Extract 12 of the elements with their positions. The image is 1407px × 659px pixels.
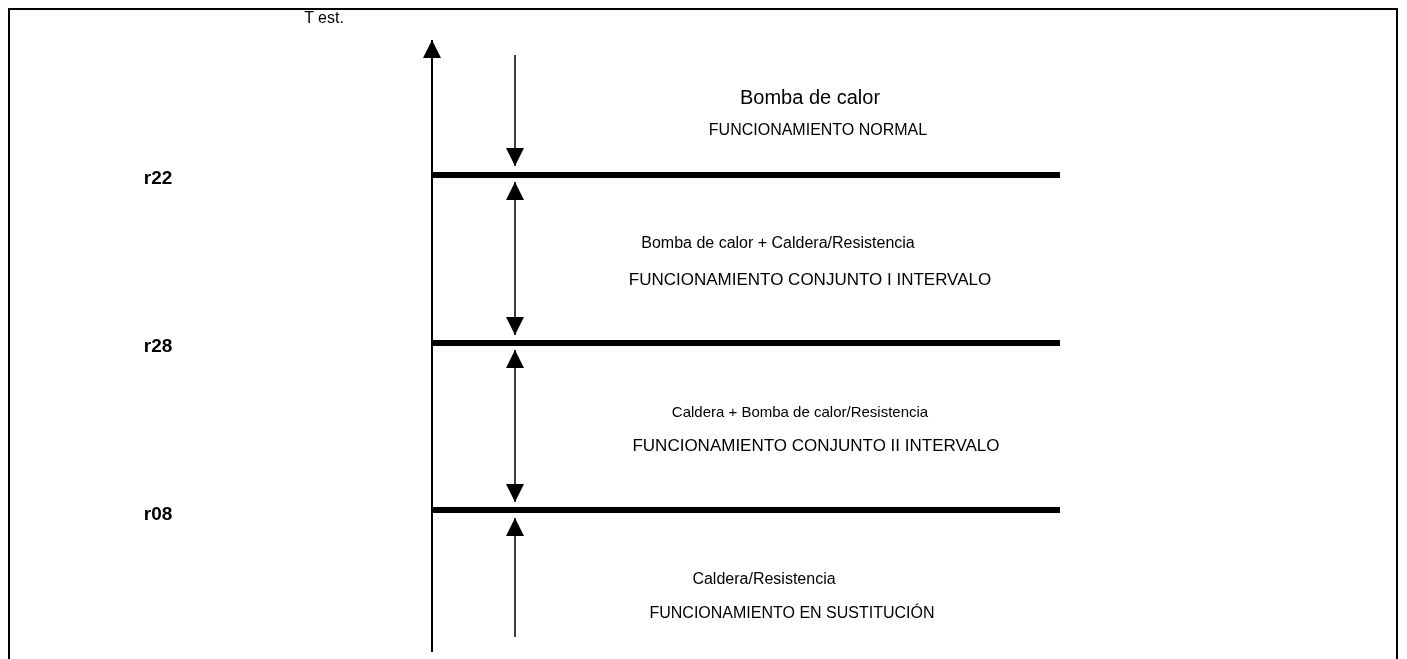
threshold-label: r22: [143, 166, 173, 190]
mode-description: FUNCIONAMIENTO NORMAL: [708, 120, 928, 140]
threshold-label: r28: [143, 334, 173, 358]
mode-title: Bomba de calor + Caldera/Resistencia: [641, 233, 915, 253]
mode-description: FUNCIONAMIENTO EN SUSTITUCIÓN: [649, 603, 935, 623]
mode-title: Bomba de calor: [739, 85, 881, 109]
mode-description: FUNCIONAMIENTO CONJUNTO I INTERVALO: [628, 269, 992, 291]
mode-title: Caldera + Bomba de calor/Resistencia: [671, 403, 929, 421]
mode-title: Caldera/Resistencia: [692, 569, 836, 589]
axis-label: T est.: [304, 8, 344, 28]
threshold-label: r08: [143, 502, 173, 526]
mode-description: FUNCIONAMIENTO CONJUNTO II INTERVALO: [632, 435, 1000, 457]
